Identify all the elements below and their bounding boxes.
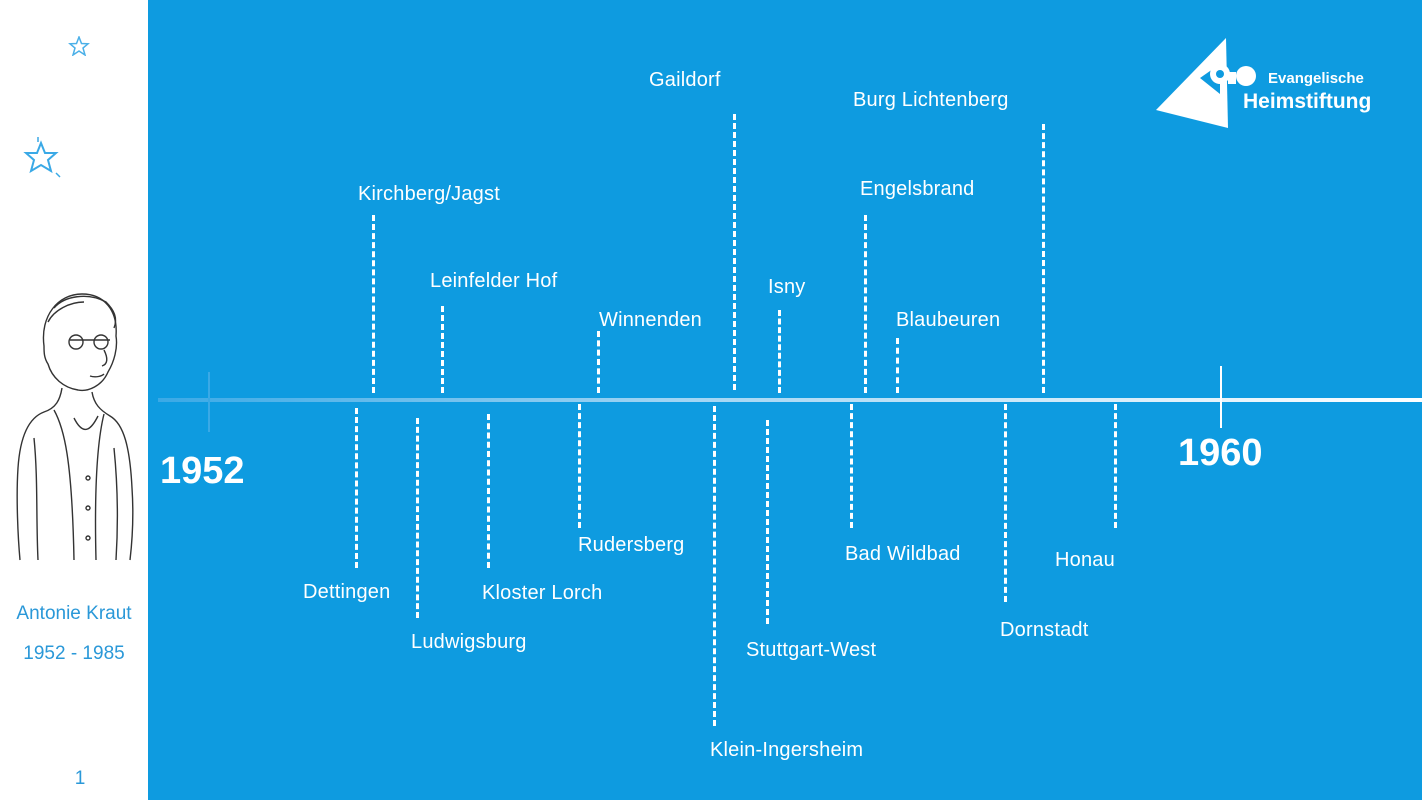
event-dornstadt: Dornstadt — [1000, 619, 1089, 641]
marker-klein-ingersheim — [713, 406, 716, 726]
marker-leinfelder-hof — [441, 306, 444, 393]
event-kirchberg-jagst: Kirchberg/Jagst — [358, 183, 500, 205]
marker-dornstadt — [1004, 404, 1007, 602]
person-name: Antonie Kraut — [16, 603, 132, 624]
event-kloster-lorch: Kloster Lorch — [482, 582, 603, 604]
marker-kloster-lorch — [487, 414, 490, 568]
event-honau: Honau — [1055, 549, 1115, 571]
event-rudersberg: Rudersberg — [578, 534, 685, 556]
page-number: 1 — [74, 768, 86, 789]
event-winnenden: Winnenden — [599, 309, 702, 331]
event-leinfelder-hof: Leinfelder Hof — [430, 270, 558, 292]
marker-isny — [778, 310, 781, 393]
marker-stuttgart-west — [766, 420, 769, 624]
sidebar: Antonie Kraut 1952 - 1985 1 — [0, 0, 148, 800]
end-year-tick — [1220, 366, 1222, 428]
event-engelsbrand: Engelsbrand — [860, 178, 975, 200]
portrait-sketch — [16, 293, 134, 561]
star-small-icon — [68, 36, 90, 56]
marker-honau — [1114, 404, 1117, 528]
timeline-panel: Evangelische Heimstiftung 1952 1960 Kirc… — [148, 0, 1422, 800]
logo-text-heimstiftung: Heimstiftung — [1243, 90, 1372, 113]
person-years: 1952 - 1985 — [23, 643, 125, 664]
start-year-label: 1952 — [160, 450, 245, 492]
heimstiftung-logo-icon — [1156, 38, 1256, 128]
logo-text-evangelische: Evangelische — [1268, 70, 1364, 87]
event-gaildorf: Gaildorf — [649, 69, 721, 91]
marker-dettingen — [355, 408, 358, 568]
marker-kirchberg — [372, 215, 375, 393]
marker-rudersberg — [578, 404, 581, 528]
event-bad-wildbad: Bad Wildbad — [845, 543, 961, 565]
event-blaubeuren: Blaubeuren — [896, 309, 1001, 331]
marker-bad-wildbad — [850, 404, 853, 528]
marker-winnenden — [597, 331, 600, 393]
event-isny: Isny — [768, 276, 806, 298]
event-burg-lichtenberg: Burg Lichtenberg — [853, 89, 1009, 111]
timeline-axis — [158, 398, 1422, 402]
marker-engelsbrand — [864, 215, 867, 393]
event-klein-ingersheim: Klein-Ingersheim — [710, 739, 864, 761]
end-year-label: 1960 — [1178, 432, 1263, 474]
event-dettingen: Dettingen — [303, 581, 391, 603]
marker-burg-lichtenberg — [1042, 124, 1045, 393]
start-year-tick — [208, 372, 210, 432]
event-stuttgart-west: Stuttgart-West — [746, 639, 877, 661]
marker-gaildorf — [733, 114, 736, 390]
star-large-icon — [23, 137, 61, 178]
marker-blaubeuren — [896, 338, 899, 393]
marker-ludwigsburg — [416, 418, 419, 618]
event-ludwigsburg: Ludwigsburg — [411, 631, 527, 653]
